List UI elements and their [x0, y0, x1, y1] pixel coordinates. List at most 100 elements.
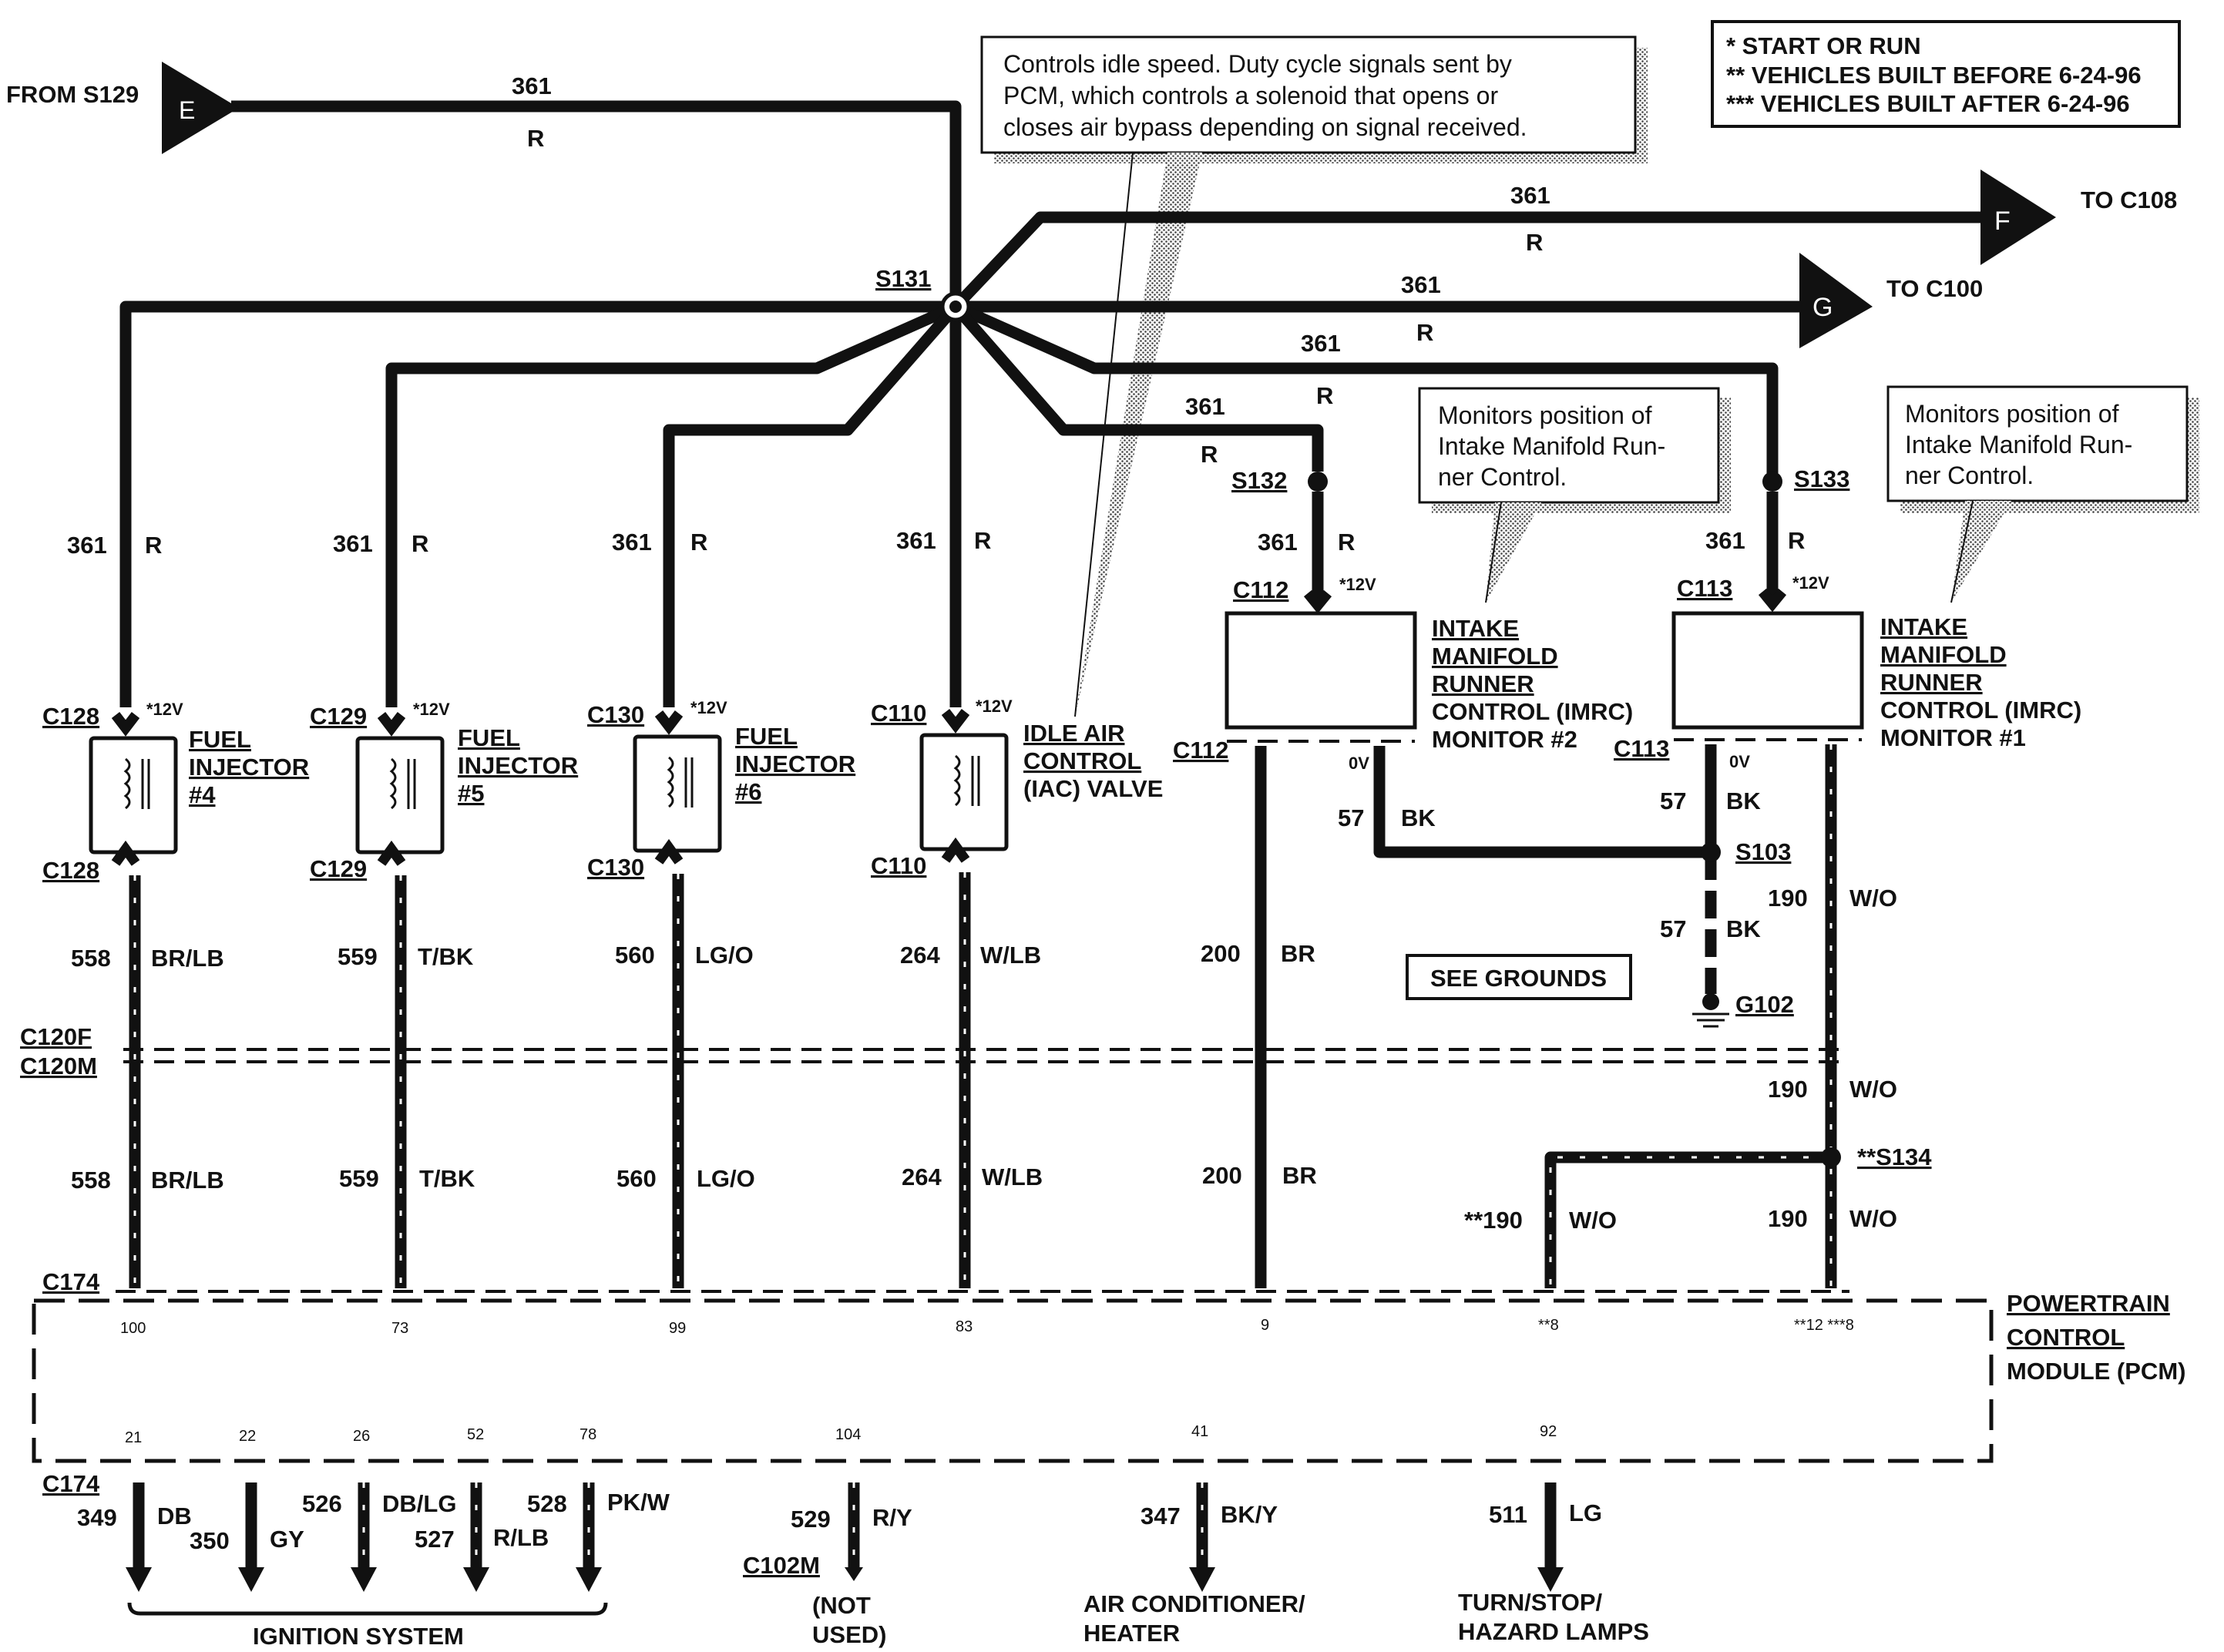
svg-text:C112: C112 [1173, 737, 1228, 764]
svg-text:S131: S131 [875, 265, 931, 292]
svg-text:200: 200 [1202, 1162, 1242, 1189]
injector-5-label: FUEL [458, 724, 520, 751]
svg-text:21: 21 [125, 1429, 142, 1446]
svg-text:R: R [1338, 529, 1355, 556]
svg-text:#5: #5 [458, 780, 484, 807]
svg-text:MONITOR #2: MONITOR #2 [1432, 726, 1577, 753]
svg-text:BR/LB: BR/LB [151, 1167, 224, 1194]
svg-text:BK/Y: BK/Y [1221, 1501, 1278, 1528]
svg-text:T/BK: T/BK [418, 943, 474, 970]
svg-text:MONITOR #1: MONITOR #1 [1880, 724, 2026, 751]
ignition-system-label: IGNITION SYSTEM [253, 1623, 464, 1650]
see-grounds-box[interactable]: SEE GROUNDS [1406, 954, 1632, 1000]
imrc1-label: INTAKE [1880, 613, 1967, 640]
svg-text:W/O: W/O [1849, 1076, 1897, 1103]
svg-text:R: R [1416, 319, 1433, 346]
imrc1-note: Monitors position of Intake Manifold Run… [1886, 385, 2199, 603]
svg-text:26: 26 [353, 1428, 370, 1445]
svg-text:C130: C130 [587, 854, 644, 881]
svg-text:92: 92 [1540, 1423, 1557, 1440]
svg-text:Intake Manifold Run-: Intake Manifold Run- [1438, 432, 1665, 460]
svg-text:ner Control.: ner Control. [1905, 462, 2034, 489]
svg-text:C129: C129 [310, 855, 367, 882]
svg-text:526: 526 [302, 1490, 342, 1517]
svg-text:LG: LG [1569, 1499, 1602, 1526]
svg-text:BR: BR [1281, 940, 1315, 967]
svg-text:C130: C130 [587, 701, 644, 728]
svg-text:350: 350 [190, 1527, 230, 1554]
iac-valve: *12V C110 C110 IDLE AIR CONTROL (IAC) VA… [871, 697, 1163, 879]
svg-text:Controls idle speed. Duty cycl: Controls idle speed. Duty cycle signals … [1003, 50, 1512, 78]
svg-text:C129: C129 [310, 703, 367, 730]
splice-s133: S133 [1762, 465, 1849, 492]
svg-text:(NOT: (NOT [812, 1592, 871, 1619]
svg-text:DB: DB [157, 1503, 192, 1529]
svg-text:C102M: C102M [743, 1552, 820, 1579]
imrc2-note: Monitors position of Intake Manifold Run… [1418, 387, 1731, 603]
svg-text:361: 361 [896, 527, 936, 554]
pcm-module: POWERTRAIN CONTROL MODULE (PCM) 100 73 9… [32, 1290, 2185, 1463]
svg-text:559: 559 [339, 1165, 379, 1192]
svg-text:CONTROL: CONTROL [1023, 747, 1141, 774]
svg-text:INJECTOR: INJECTOR [735, 750, 855, 777]
svg-text:Intake Manifold Run-: Intake Manifold Run- [1905, 431, 2132, 458]
legend-box: * START OR RUN ** VEHICLES BUILT BEFORE … [1711, 20, 2181, 128]
legend-line-3: *** VEHICLES BUILT AFTER 6-24-96 [1726, 90, 2130, 117]
svg-text:GY: GY [270, 1526, 304, 1553]
svg-text:*12V: *12V [976, 697, 1013, 716]
fuel-injector-6: *12V C130 C130 FUEL INJECTOR #6 [587, 698, 855, 881]
svg-text:41: 41 [1191, 1423, 1208, 1440]
svg-text:R: R [1201, 441, 1218, 468]
svg-text:C128: C128 [42, 703, 99, 730]
lamps-label: TURN/STOP/ [1458, 1589, 1603, 1616]
svg-text:USED): USED) [812, 1621, 886, 1648]
svg-text:#6: #6 [735, 778, 761, 805]
svg-text:558: 558 [71, 1167, 111, 1194]
svg-text:57: 57 [1660, 787, 1686, 814]
svg-text:C112: C112 [1233, 576, 1288, 603]
svg-text:Monitors position of: Monitors position of [1905, 400, 2119, 428]
fuel-injector-5: *12V C129 C129 FUEL INJECTOR #5 [310, 700, 578, 882]
svg-text:C174: C174 [42, 1470, 100, 1497]
svg-text:C113: C113 [1677, 575, 1732, 602]
svg-text:347: 347 [1141, 1503, 1181, 1529]
to-c108-label: TO C108 [2081, 186, 2177, 213]
injector-4-label: FUEL [189, 726, 251, 753]
svg-text:SEE GROUNDS: SEE GROUNDS [1430, 965, 1607, 992]
svg-text:CONTROL (IMRC): CONTROL (IMRC) [1432, 698, 1633, 725]
to-c100-label: TO C100 [1886, 275, 1983, 302]
svg-text:R: R [1316, 382, 1333, 409]
flag-e: E FROM S129 [6, 62, 239, 154]
svg-text:W/O: W/O [1849, 1205, 1897, 1232]
svg-text:57: 57 [1660, 915, 1686, 942]
svg-text:BR: BR [1282, 1162, 1317, 1189]
svg-text:57: 57 [1338, 804, 1364, 831]
imrc-monitor-2: *12V C112 C112 0V INTAKE MANIFOLD RUNNER… [1173, 575, 1711, 1288]
svg-text:73: 73 [391, 1320, 408, 1337]
svg-text:R: R [974, 527, 991, 554]
svg-text:C120M: C120M [20, 1053, 97, 1080]
svg-text:0V: 0V [1349, 754, 1369, 773]
svg-text:R/LB: R/LB [493, 1524, 549, 1551]
svg-text:C128: C128 [42, 857, 99, 884]
svg-text:MODULE (PCM): MODULE (PCM) [2007, 1358, 2185, 1385]
svg-text:W/O: W/O [1849, 885, 1897, 912]
svg-text:**12 ***8: **12 ***8 [1794, 1317, 1854, 1334]
svg-text:9: 9 [1261, 1317, 1269, 1334]
svg-text:100: 100 [120, 1320, 146, 1337]
svg-text:*12V: *12V [690, 698, 727, 717]
svg-text:**S134: **S134 [1857, 1143, 1932, 1170]
svg-text:558: 558 [71, 945, 111, 972]
flag-f: F TO C108 [1980, 170, 2177, 265]
svg-text:BK: BK [1401, 804, 1436, 831]
svg-text:R: R [690, 529, 707, 556]
svg-text:BK: BK [1726, 787, 1761, 814]
svg-text:361: 361 [1258, 529, 1298, 556]
svg-text:BK: BK [1726, 915, 1761, 942]
svg-text:200: 200 [1201, 940, 1241, 967]
svg-text:R/Y: R/Y [872, 1504, 912, 1531]
svg-text:RUNNER: RUNNER [1432, 670, 1534, 697]
